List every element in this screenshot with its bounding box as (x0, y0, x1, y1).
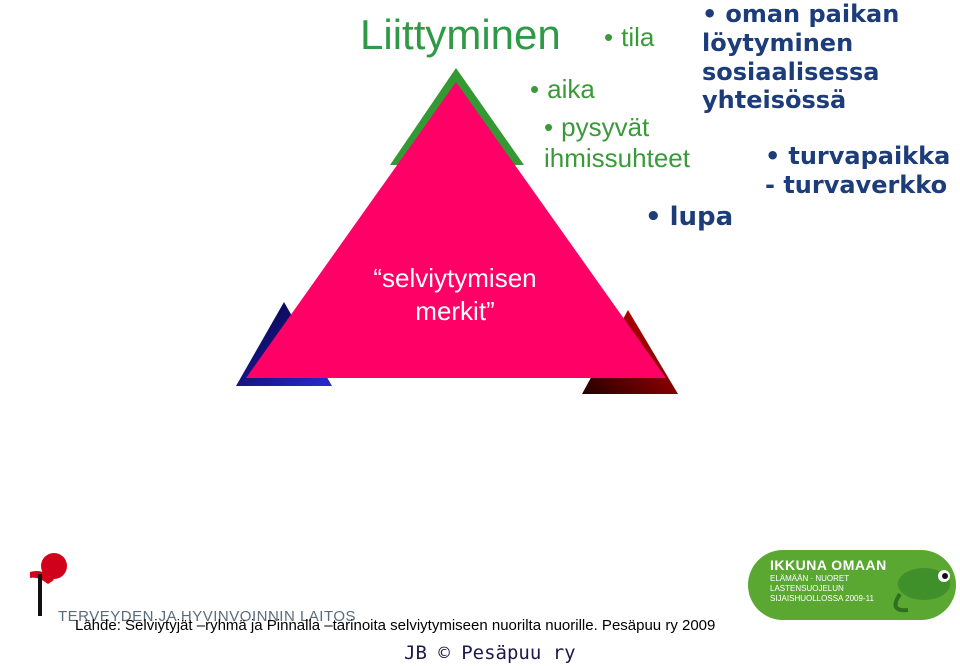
slide-title: Liittyminen (360, 11, 561, 58)
badge-title: IKKUNA OMAAN (770, 557, 887, 573)
thl-logo-icon (30, 553, 67, 616)
thl-logo-text: TERVEYDEN JA HYVINVOINNIN LAITOS (58, 608, 357, 625)
bullet-lupa: •lupa (645, 202, 734, 232)
bullet-tila: •tila (604, 22, 655, 52)
triangle-center-label: “selviytymisen merkit” (373, 263, 537, 326)
slide-footer: JB © Pesäpuu ry (404, 642, 576, 664)
bullet-pysyvat: •pysyvät ihmissuhteet (544, 112, 690, 174)
bullet-aika: •aika (530, 74, 595, 104)
chameleon-icon (893, 568, 950, 613)
bullet-oman-paikan: •oman paikan löytyminen sosiaalisessa yh… (702, 0, 900, 115)
main-triangle (246, 82, 666, 378)
badge-subtitle: ELÄMÄÄN · NUORET LASTENSUOJELUN SIJAISHU… (770, 574, 874, 603)
source-citation: Lähde: Selviytyjät –ryhmä ja Pinnalla –t… (75, 617, 716, 634)
ikkuna-badge (748, 550, 956, 620)
bullet-turvapaikka: •turvapaikka - turvaverkko (765, 142, 951, 199)
